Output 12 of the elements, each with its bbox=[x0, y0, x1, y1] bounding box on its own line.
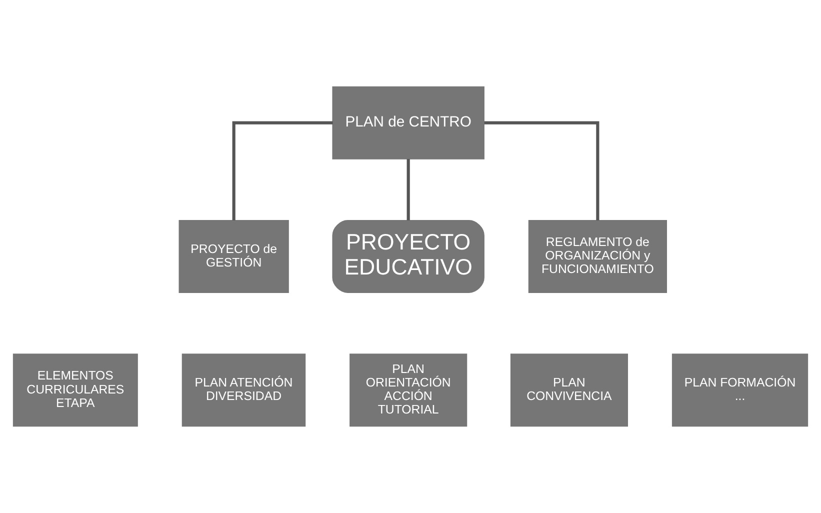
connector bbox=[484, 121, 600, 220]
node-box: REGLAMENTO de ORGANIZACIÓN y FUNCIONAMIENTO bbox=[528, 220, 667, 293]
node-box: PROYECTO EDUCATIVO bbox=[332, 220, 484, 293]
node-box: PROYECTO de GESTIÓN bbox=[178, 220, 289, 293]
connector bbox=[406, 159, 410, 220]
node-box: PLAN ORIENTACIÓN ACCIÓN TUTORIAL bbox=[350, 354, 468, 427]
node-box: PLAN FORMACIÓN ... bbox=[672, 354, 808, 427]
node-box: PLAN CONVIVENCIA bbox=[510, 354, 628, 427]
node-box: PLAN de CENTRO bbox=[332, 86, 484, 160]
node-box: PLAN ATENCIÓN DIVERSIDAD bbox=[182, 354, 306, 427]
node-box: ELEMENTOS CURRICULARES ETAPA bbox=[12, 354, 138, 427]
connector bbox=[232, 121, 333, 220]
